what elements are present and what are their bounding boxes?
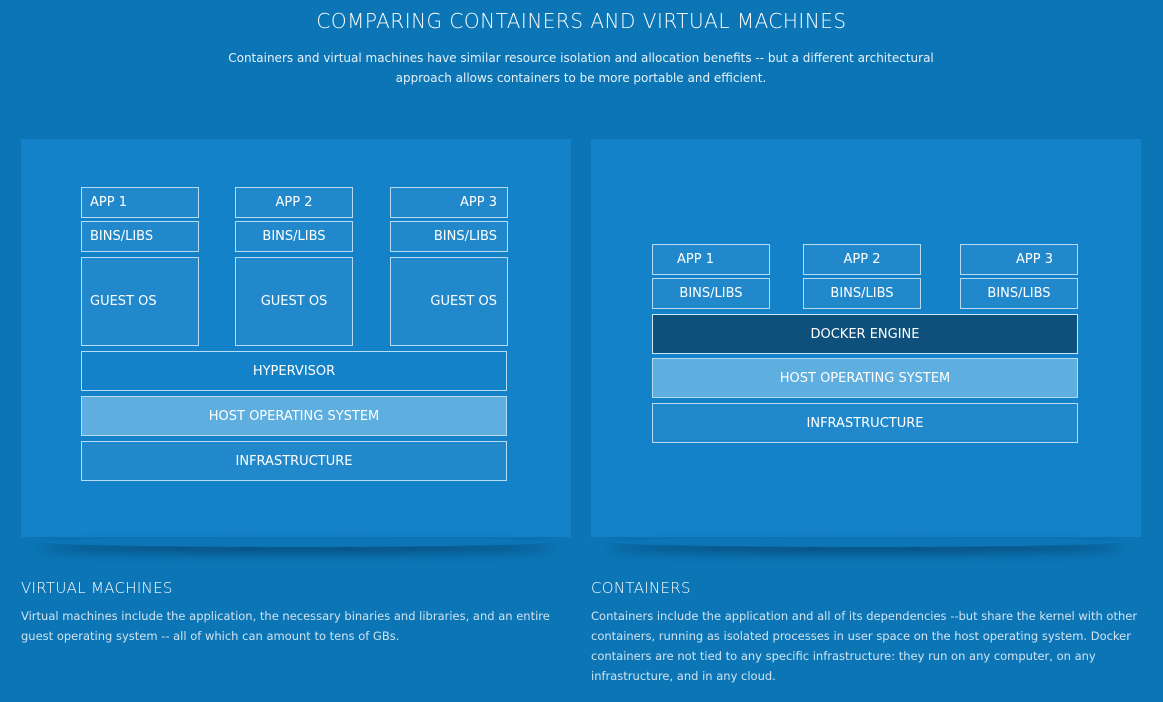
vm-infrastructure-layer: INFRASTRUCTURE: [81, 441, 507, 481]
ct-app-3: APP 3: [960, 244, 1078, 275]
ct-bins-libs-3: BINS/LIBS: [960, 278, 1078, 309]
vm-caption-text: Virtual machines include the application…: [21, 609, 550, 643]
vm-caption-title: VIRTUAL MACHINES: [21, 579, 173, 597]
container-diagram-panel: APP 1 APP 2 APP 3 BINS/LIBS BINS/LIBS BI…: [591, 139, 1141, 537]
vm-host-os-layer: HOST OPERATING SYSTEM: [81, 396, 507, 436]
vm-guest-os-3: GUEST OS: [390, 257, 508, 346]
vm-bins-libs-2: BINS/LIBS: [235, 221, 353, 252]
ct-app-2: APP 2: [803, 244, 921, 275]
page-subtitle: Containers and virtual machines have sim…: [228, 51, 934, 85]
vm-app-2: APP 2: [235, 187, 353, 218]
ct-docker-engine-layer: DOCKER ENGINE: [652, 314, 1078, 354]
containers-caption-title: CONTAINERS: [591, 579, 691, 597]
ct-infrastructure-layer: INFRASTRUCTURE: [652, 403, 1078, 443]
vm-app-3: APP 3: [390, 187, 508, 218]
ct-bins-libs-2: BINS/LIBS: [803, 278, 921, 309]
vm-bins-libs-3: BINS/LIBS: [390, 221, 508, 252]
page-title: COMPARING CONTAINERS AND VIRTUAL MACHINE…: [316, 9, 847, 33]
ct-host-os-layer: HOST OPERATING SYSTEM: [652, 358, 1078, 398]
vm-guest-os-1: GUEST OS: [81, 257, 199, 346]
ct-bins-libs-1: BINS/LIBS: [652, 278, 770, 309]
vm-bins-libs-1: BINS/LIBS: [81, 221, 199, 252]
vm-guest-os-2: GUEST OS: [235, 257, 353, 346]
containers-caption-text: Containers include the application and a…: [591, 609, 1138, 683]
vm-diagram-panel: APP 1 APP 2 APP 3 BINS/LIBS BINS/LIBS BI…: [21, 139, 571, 537]
ct-app-1: APP 1: [652, 244, 770, 275]
vm-app-1: APP 1: [81, 187, 199, 218]
vm-hypervisor-layer: HYPERVISOR: [81, 351, 507, 391]
